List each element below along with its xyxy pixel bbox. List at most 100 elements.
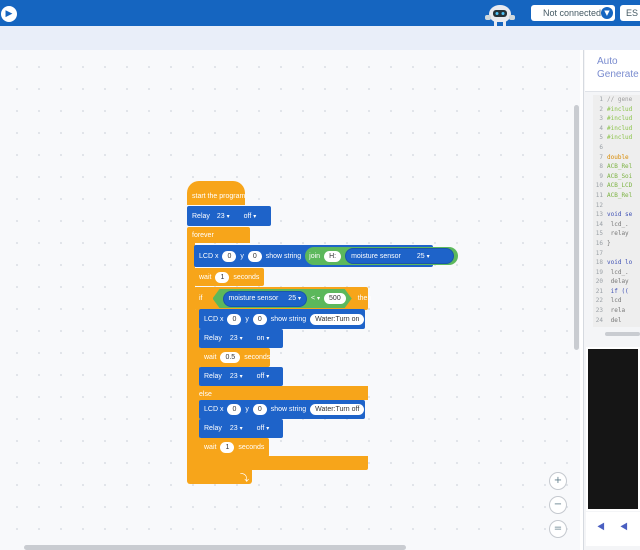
lcd-y-label: y (245, 315, 249, 323)
lcd-text-input[interactable]: Water:Turn off (310, 404, 365, 415)
lcd-y-input[interactable]: 0 (247, 250, 262, 262)
code-line: 17 (593, 249, 640, 259)
line-number: 23 (595, 307, 603, 315)
relay-block[interactable]: Relay 23 off (199, 367, 283, 386)
connection-select[interactable]: Not connected ▼ (531, 5, 615, 21)
code-line: 22 lcd (593, 296, 640, 306)
sensor-pin-dropdown[interactable]: 25 (417, 253, 430, 260)
operator-dropdown[interactable]: < (311, 295, 320, 302)
join-text-input[interactable]: H: (324, 250, 342, 262)
seconds-label: seconds (233, 273, 260, 281)
relay-pin-dropdown[interactable]: 23 (230, 373, 243, 380)
zoom-reset-button[interactable]: = (549, 520, 567, 538)
lcd-y-label: y (245, 406, 249, 413)
seconds-label: seconds (244, 354, 271, 361)
wait-label: wait (199, 273, 212, 281)
line-number: 14 (595, 220, 603, 228)
lcd-block[interactable]: LCD x 0 y 0 show string Water:Turn off (199, 400, 365, 419)
code-text: ACB_Rel (607, 191, 633, 199)
code-text: if (( (607, 287, 629, 295)
if-block[interactable]: if moisture sensor 25 < 500 then (194, 287, 371, 310)
line-number: 22 (595, 297, 603, 305)
join-label: join (309, 252, 321, 260)
lcd-x-input[interactable]: 0 (227, 404, 242, 415)
relay-pin-dropdown[interactable]: 23 (230, 335, 243, 342)
relay-label: Relay (192, 212, 210, 220)
serial-console (586, 347, 640, 511)
code-line: 4#includ (593, 124, 640, 134)
relay-block[interactable]: Relay 23 off (199, 419, 283, 438)
sensor-pin-dropdown[interactable]: 25 (288, 295, 301, 302)
moisture-sensor-block[interactable]: moisture sensor 25 (223, 291, 308, 307)
relay-block[interactable]: Relay 23 on (199, 329, 283, 348)
join-block[interactable]: join H: moisture sensor 25 (305, 247, 458, 265)
usb-icon[interactable]: ⯇ (618, 520, 630, 536)
wait-seconds-input[interactable]: 1 (220, 442, 235, 453)
else-bar[interactable]: else (194, 386, 368, 400)
zoom-out-button[interactable]: − (549, 496, 567, 514)
line-number: 2 (599, 105, 603, 113)
robot-mascot-icon (485, 5, 515, 28)
code-horizontal-scrollbar[interactable] (605, 332, 640, 336)
loop-arrow-icon: ⤵ (240, 474, 250, 484)
lcd-text-input[interactable]: Water:Turn on (310, 313, 365, 325)
lcd-block[interactable]: LCD x 0 y 0 show string Water:Turn on (199, 309, 365, 329)
start-block[interactable]: start the program (187, 181, 245, 205)
code-text: void se (607, 211, 633, 219)
code-text: // gene (607, 96, 633, 103)
wait-block[interactable]: wait 0.5 seconds (199, 348, 270, 367)
language-button[interactable]: ES (620, 5, 640, 21)
relay-pin-dropdown[interactable]: 23 (230, 425, 243, 432)
lcd-block[interactable]: LCD x 0 y 0 show string join H: moisture… (194, 245, 458, 267)
line-number: 9 (599, 172, 603, 180)
relay-state-dropdown[interactable]: off (257, 373, 270, 380)
code-text: void lo (607, 259, 633, 267)
line-number: 12 (595, 201, 603, 209)
toolbar-strip (0, 26, 640, 50)
code-text: ACB_Soi (607, 172, 633, 180)
wait-label: wait (204, 354, 217, 361)
lcd-y-input[interactable]: 0 (252, 313, 267, 325)
usb-toolbar (586, 512, 640, 546)
line-number: 11 (595, 191, 603, 199)
code-line: 1// gene (593, 95, 640, 105)
code-text: lcd (607, 297, 622, 305)
usb-icon[interactable]: ⯇ (595, 520, 607, 536)
lcd-y-input[interactable]: 0 (252, 404, 267, 415)
wait-block[interactable]: wait 1 seconds (199, 438, 269, 457)
lcd-x-input[interactable]: 0 (227, 313, 242, 325)
zoom-in-button[interactable]: + (549, 472, 567, 490)
line-number: 21 (595, 287, 603, 295)
auto-generate-card[interactable]: Auto Generate (585, 50, 640, 92)
moisture-sensor-block[interactable]: moisture sensor 25 (345, 248, 454, 264)
wait-seconds-input[interactable]: 1 (215, 271, 230, 283)
forever-label: forever (192, 231, 214, 239)
compare-block[interactable]: moisture sensor 25 < 500 (213, 289, 352, 308)
code-text: } (607, 239, 611, 247)
forever-block[interactable]: forever (187, 227, 250, 243)
code-text: #includ (607, 115, 633, 123)
line-number: 5 (599, 134, 603, 142)
line-number: 7 (599, 153, 603, 161)
wait-block[interactable]: wait 1 seconds (194, 268, 264, 286)
relay-pin-dropdown[interactable]: 23 (217, 213, 230, 220)
code-line: 6 (593, 143, 640, 153)
threshold-input[interactable]: 500 (324, 293, 346, 304)
workspace-horizontal-scrollbar[interactable] (24, 545, 406, 550)
relay-state-dropdown[interactable]: on (257, 335, 270, 342)
relay-state-dropdown[interactable]: off (257, 425, 270, 432)
forever-footer: ⤵ (187, 470, 252, 484)
workspace-vertical-scrollbar[interactable] (574, 105, 579, 350)
wait-seconds-input[interactable]: 0.5 (220, 352, 241, 363)
relay-state-dropdown[interactable]: off (244, 213, 257, 220)
line-number: 15 (595, 230, 603, 238)
arrow-right-circle-icon[interactable]: ▶ (1, 6, 17, 22)
relay-block[interactable]: Relay 23 off (187, 206, 271, 226)
code-line: 11 ACB_Rel (593, 191, 640, 201)
code-line: 12 (593, 201, 640, 211)
sensor-label: moisture sensor (351, 252, 401, 260)
lcd-x-input[interactable]: 0 (222, 250, 237, 262)
